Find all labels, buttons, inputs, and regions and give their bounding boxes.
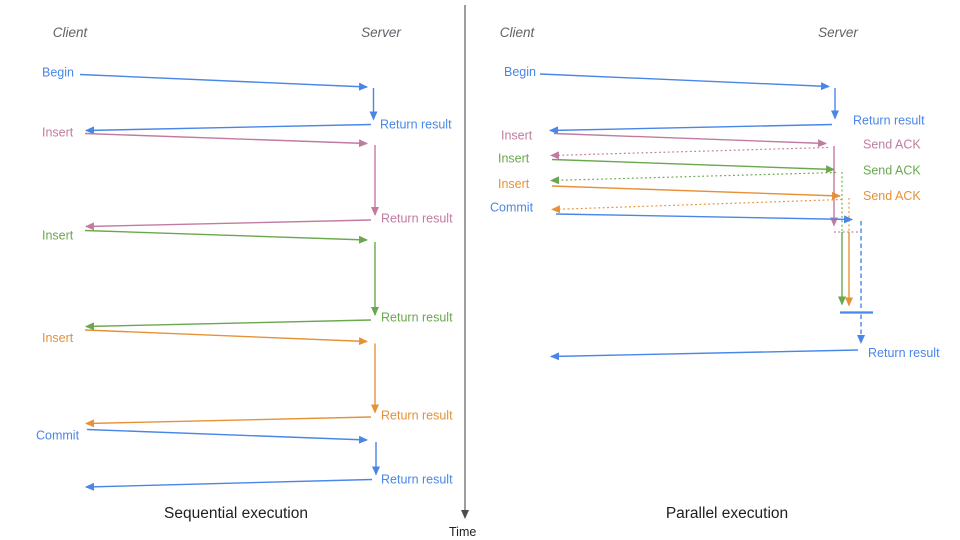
seq-client-header: Client: [53, 25, 89, 40]
par-commit-request-arrow: [555, 213, 853, 224]
seq-insert2-return-label: Return result: [381, 311, 453, 325]
par-step-commit: Commit Return result: [490, 201, 940, 361]
seq-commit-request-arrow: [86, 428, 368, 444]
par-server-header: Server: [818, 25, 858, 40]
sequential-title: Sequential execution: [164, 505, 308, 522]
par-insert3-ack-label: Send ACK: [863, 189, 921, 203]
par-commit-label: Commit: [490, 201, 534, 215]
seq-insert3-request-arrow: [84, 329, 368, 346]
seq-insert1-return-arrow: [85, 219, 372, 231]
seq-step-insert-3: Insert Return result: [42, 329, 453, 428]
parallel-panel: Client Server Begin Return result Insert…: [490, 25, 940, 522]
seq-step-begin: Begin Return result: [42, 66, 452, 135]
par-commit-return-label: Return result: [868, 346, 940, 360]
par-step-begin: Begin Return result: [504, 65, 925, 135]
par-insert1-ack-label: Send ACK: [863, 138, 921, 152]
par-begin-return-label: Return result: [853, 114, 925, 128]
par-begin-return-arrow: [549, 123, 833, 135]
seq-insert1-request-arrow: [84, 132, 368, 148]
par-insert1-ack-arrow: [550, 146, 829, 160]
par-insert3-ack-arrow: [551, 198, 843, 214]
seq-commit-label: Commit: [36, 429, 80, 443]
seq-begin-request-arrow: [79, 73, 368, 91]
seq-step-insert-2: Insert Return result: [42, 229, 453, 331]
par-commit-return-arrow: [550, 349, 859, 361]
par-insert3-label: Insert: [498, 177, 530, 191]
seq-insert1-return-label: Return result: [381, 212, 453, 226]
seq-commit-return-arrow: [85, 478, 373, 491]
seq-step-commit: Commit Return result: [36, 428, 453, 491]
seq-insert2-label: Insert: [42, 229, 74, 243]
par-begin-request-arrow: [539, 73, 830, 91]
seq-server-header: Server: [361, 25, 401, 40]
time-axis-label: Time: [449, 525, 476, 539]
parallel-title: Parallel execution: [666, 505, 788, 522]
seq-insert1-label: Insert: [42, 126, 74, 140]
par-insert2-label: Insert: [498, 152, 530, 166]
par-insert2-request-arrow: [551, 158, 835, 174]
seq-insert3-return-label: Return result: [381, 409, 453, 423]
time-axis: Time: [449, 5, 476, 539]
seq-begin-label: Begin: [42, 66, 74, 80]
par-step-insert-2: Insert Send ACK: [498, 152, 921, 306]
par-step-insert-1: Insert Send ACK: [501, 129, 921, 233]
par-begin-label: Begin: [504, 65, 536, 79]
seq-begin-return-arrow: [85, 123, 372, 135]
sequential-panel: Client Server Begin Return result Insert…: [36, 25, 453, 522]
seq-step-insert-1: Insert Return result: [42, 126, 453, 231]
par-insert2-ack-label: Send ACK: [863, 164, 921, 178]
seq-insert2-return-arrow: [85, 319, 372, 331]
par-step-insert-3: Insert Send ACK: [498, 177, 921, 307]
par-insert1-label: Insert: [501, 129, 533, 143]
par-client-header: Client: [500, 25, 536, 40]
par-insert1-request-arrow: [553, 132, 827, 148]
par-insert2-ack-arrow: [550, 171, 837, 185]
seq-insert3-label: Insert: [42, 331, 74, 345]
seq-begin-return-label: Return result: [380, 118, 452, 132]
seq-commit-return-label: Return result: [381, 473, 453, 487]
seq-insert3-return-arrow: [85, 416, 372, 428]
seq-insert2-request-arrow: [84, 229, 368, 244]
par-insert3-request-arrow: [551, 185, 841, 200]
